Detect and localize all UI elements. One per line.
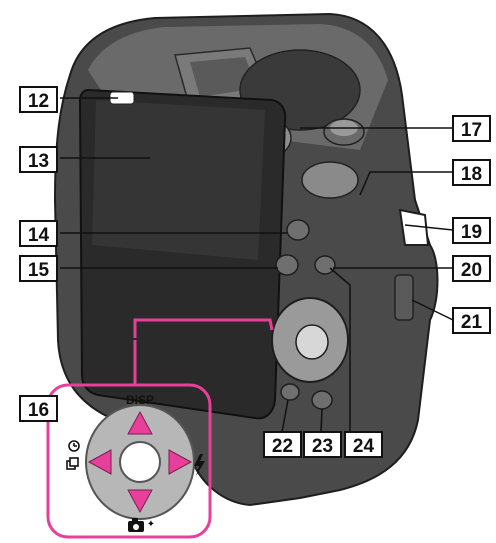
svg-text:14: 14 [28,225,50,246]
callout-22: 22 [263,431,302,458]
svg-text:✦: ✦ [147,519,155,530]
callout-15: 15 [19,255,58,282]
help-button [280,383,300,401]
callout-18: 18 [452,159,491,186]
svg-text:21: 21 [461,312,483,333]
photo-creativity-icon: ✦ [128,518,155,532]
svg-text:17: 17 [461,120,482,141]
control-wheel-center [295,324,329,360]
callout-17: 17 [452,115,491,142]
svg-text:16: 16 [28,400,49,421]
callout-leaders [60,97,454,433]
dial-left-arrow [87,449,112,475]
camera-body [53,12,439,507]
callout-23: 23 [303,431,342,458]
callout-13: 13 [19,146,58,173]
svg-text:13: 13 [28,151,49,172]
flash-icon [194,454,205,476]
playback-button [275,254,299,276]
dial-detail: DISP ✦ [66,393,205,532]
svg-text:22: 22 [272,436,293,457]
self-timer-drive-icon [66,440,80,470]
svg-text:18: 18 [461,164,482,185]
svg-text:19: 19 [461,222,482,243]
strap-lug [398,208,430,246]
movie-button [286,219,310,241]
control-dial [301,161,359,199]
callout-21: 21 [452,307,491,334]
callout-20: 20 [452,255,491,282]
dial-down-arrow [127,489,153,514]
callout-24: 24 [344,431,383,458]
svg-text:12: 12 [28,91,49,112]
terminal-cover [394,274,414,321]
callout-12: 12 [19,86,58,113]
callout-14: 14 [19,220,58,247]
dial-label-disp: DISP [126,393,154,407]
svg-text:23: 23 [312,436,333,457]
dial-detail-center [119,441,161,483]
dial-up-arrow [127,410,153,435]
menu-button [314,255,336,275]
svg-text:24: 24 [353,436,375,457]
callout-16: 16 [19,395,58,422]
callout-boxes: 12 13 14 15 16 17 18 19 [19,86,491,458]
delete-button [311,390,333,410]
dial-callout-frame [46,318,274,539]
svg-text:15: 15 [28,260,50,281]
callout-19: 19 [452,217,491,244]
svg-text:20: 20 [461,260,482,281]
dial-right-arrow [168,449,193,475]
